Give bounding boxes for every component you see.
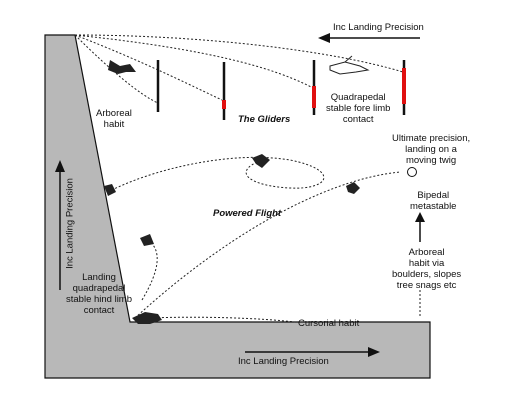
bottom-arrow-label: Inc Landing Precision <box>238 356 329 367</box>
bipedal-trajectory <box>134 171 401 319</box>
quadrapedal-fore-label: Quadrapedal stable fore limb contact <box>326 92 391 125</box>
cliff-ground-shape <box>44 34 431 379</box>
left-axis-arrow <box>55 160 65 290</box>
flying-bird-top <box>252 154 270 168</box>
top-arrow-label: Inc Landing Precision <box>333 22 424 33</box>
cursorial-path <box>149 316 296 323</box>
bottom-arrow <box>245 347 380 357</box>
arboreal-up-arrow <box>415 212 425 242</box>
powered-flight-loops <box>107 156 325 301</box>
left-axis-label: Inc Landing Precision <box>64 178 76 269</box>
ground-runner <box>132 312 162 324</box>
arboreal-habit-label: Arboreal habit <box>96 108 132 130</box>
cliff-bird <box>104 184 116 196</box>
powered-flight-label: Powered Flight <box>213 208 282 219</box>
twig-target <box>407 167 417 177</box>
glider-animal-1 <box>108 60 136 74</box>
glide-trajectories <box>74 34 404 104</box>
arboreal-via-label: Arboreal habit via boulders, slopes tree… <box>392 247 462 291</box>
glider-poles <box>156 60 406 120</box>
glider-animal-2 <box>329 55 370 75</box>
powered-bird <box>346 182 360 194</box>
top-arrow <box>318 33 420 43</box>
landing-hind-label: Landing quadrapedal stable hind limb con… <box>66 272 133 316</box>
falling-bird <box>140 234 154 246</box>
the-gliders-label: The Gliders <box>238 114 291 125</box>
cursorial-habit-label: Cursorial habit <box>298 318 360 329</box>
bipedal-metastable-label: Bipedal metastable <box>410 190 457 212</box>
ultimate-precision-label: Ultimate precision, landing on a moving … <box>392 133 471 166</box>
